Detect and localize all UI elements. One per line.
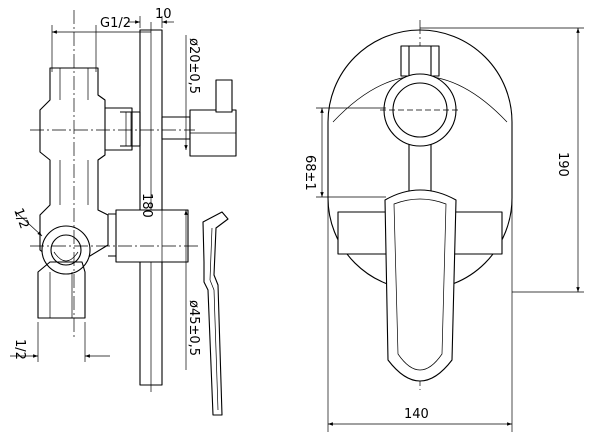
stem-knob <box>215 79 233 113</box>
dim-plate-label: 10 <box>155 7 172 22</box>
front-view: 68±1 190 140 <box>302 20 584 432</box>
lever-handle <box>202 211 229 416</box>
dim-inlet-top-label: 1/2 <box>10 206 31 231</box>
bottom-inlet <box>37 261 86 319</box>
handle-cylinder <box>115 209 189 263</box>
dim-thread-label: G1/2 <box>100 16 131 31</box>
dim-plate-height-label: 190 <box>555 152 570 177</box>
dim-stem-label: ø20±0,5 <box>186 38 201 94</box>
dim-spacing-label: 68±1 <box>302 155 317 191</box>
mixer-handle <box>384 189 457 382</box>
dim-inlet-bottom-label: 1/2 <box>12 339 27 360</box>
dim-height-label: 180 <box>139 193 154 218</box>
dim-knob-label: ø45±0,5 <box>186 300 201 356</box>
dim-plate-width-label: 140 <box>404 407 429 422</box>
side-view: G1/2 10 ø20±0,5 180 ø45±0,5 1/2 1/2 <box>10 7 237 416</box>
